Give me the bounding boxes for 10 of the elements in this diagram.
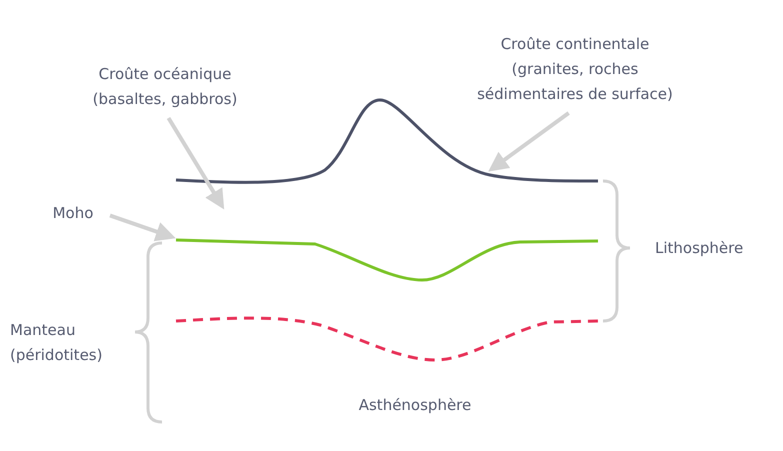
leader-line <box>166 116 224 210</box>
callout-label: Moho <box>38 201 108 226</box>
leader-line <box>109 214 176 242</box>
callout-label: Croûte océanique (basaltes, gabbros) <box>70 62 260 112</box>
moho-line <box>176 238 598 282</box>
layer-label: Manteau (péridotites) <box>10 320 104 366</box>
callout-label: Croûte continentale (granites, roches sédimentaires de surface) <box>470 32 680 107</box>
layer-label: Lithosphère <box>655 238 744 259</box>
leader-line <box>488 111 570 172</box>
layer-label: Asthénosphère <box>358 395 472 416</box>
